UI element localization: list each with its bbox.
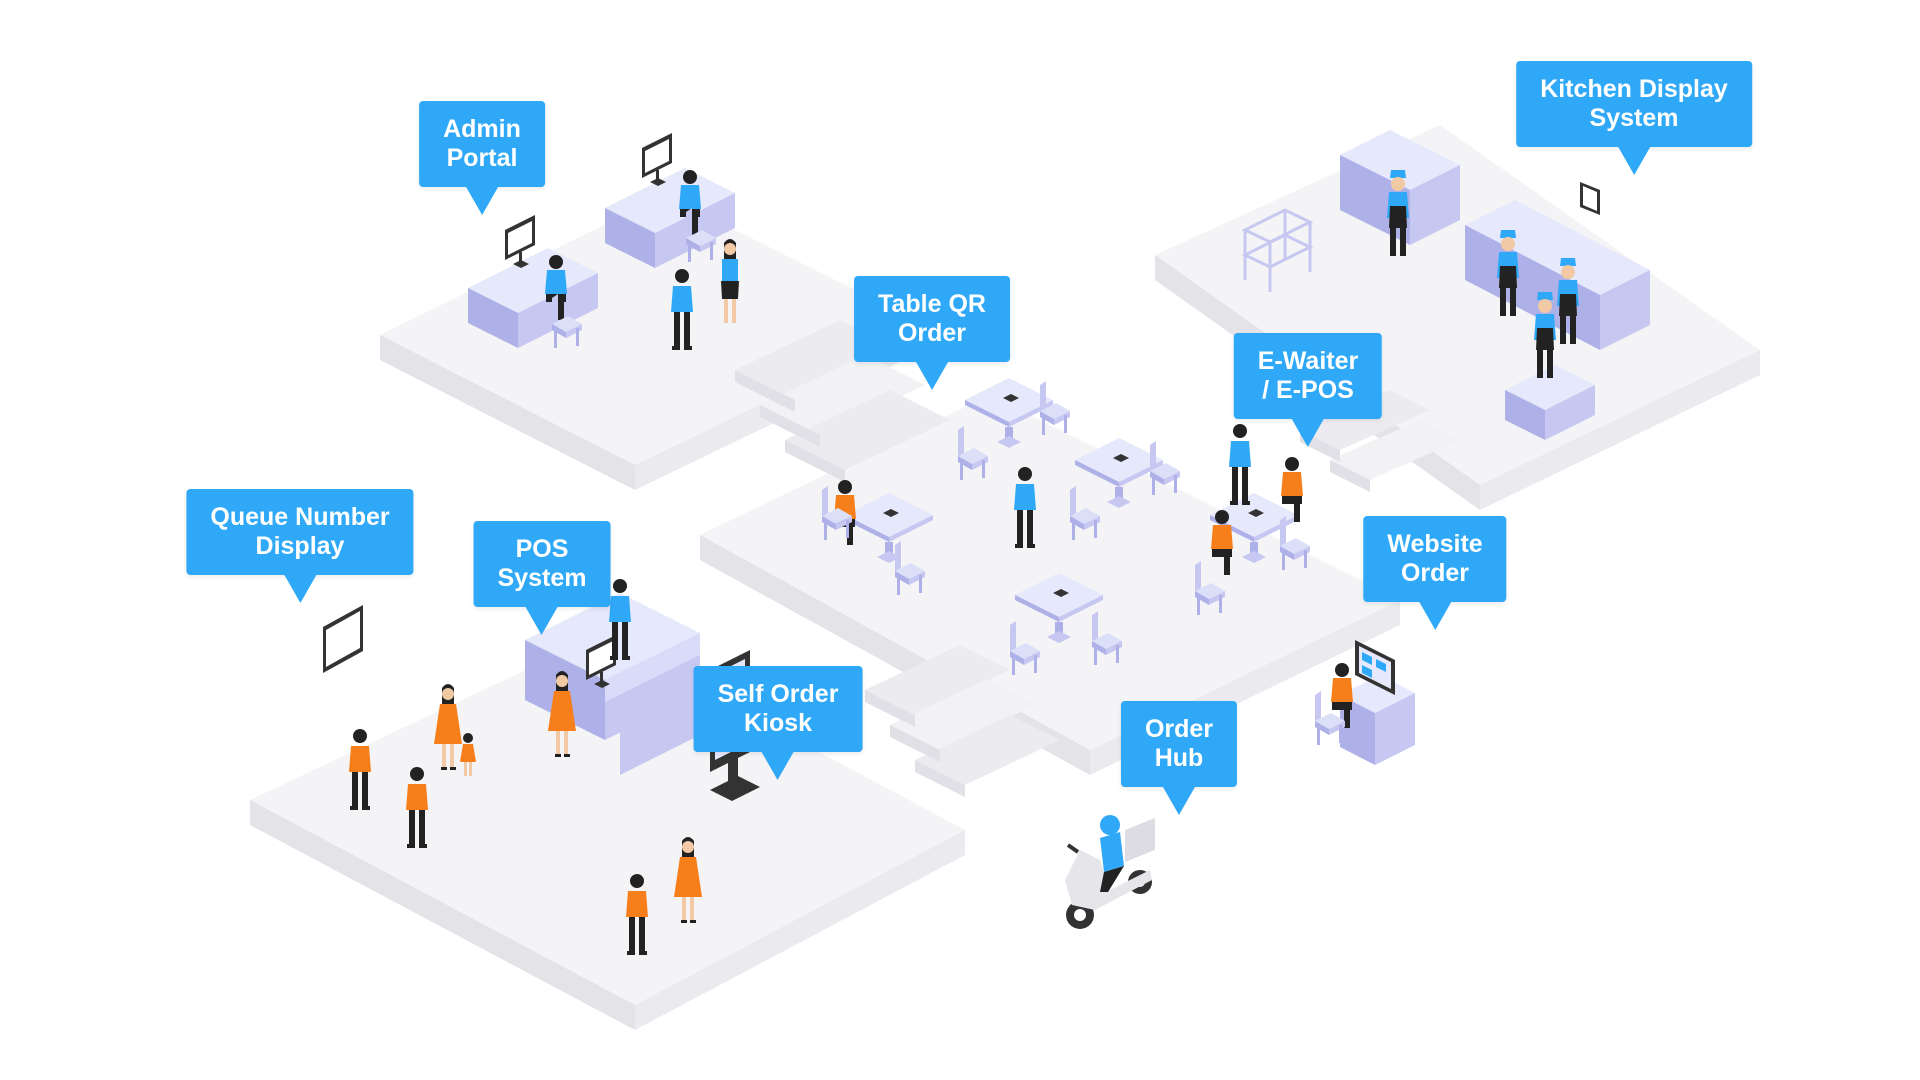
entrance-floor xyxy=(250,635,965,1030)
callout-table-qr-order: Table QR Order xyxy=(854,276,1010,390)
callout-line: Order xyxy=(1400,559,1470,587)
callout-bubble: Kitchen Display System xyxy=(1516,61,1752,175)
callout-line: Order xyxy=(1144,715,1214,743)
callout-line: Website xyxy=(1387,530,1483,558)
callout-admin-portal: Admin Portal xyxy=(419,101,545,215)
callout-e-waiter-e-pos: E-Waiter / E-POS xyxy=(1233,333,1383,447)
callout-line: Portal xyxy=(446,144,518,172)
kitchen-area xyxy=(1241,130,1650,440)
person-icon xyxy=(1229,424,1251,505)
callout-line: Table QR xyxy=(878,290,986,318)
callout-bubble: Table QR Order xyxy=(854,276,1010,390)
website-order-station xyxy=(1315,640,1415,765)
callout-pos-system: POS System xyxy=(473,521,611,635)
monitor-icon xyxy=(1355,640,1395,695)
callout-line: Hub xyxy=(1154,744,1204,772)
callout-bubble: Queue Number Display xyxy=(186,489,414,603)
callout-line: Queue Number xyxy=(210,503,390,531)
callout-bubble: Admin Portal xyxy=(419,101,545,215)
callout-line: Kitchen Display xyxy=(1540,75,1728,103)
tablet-icon xyxy=(323,605,363,673)
callout-queue-number-display: Queue Number Display xyxy=(186,489,414,603)
tablet-icon xyxy=(1580,182,1600,215)
callout-website-order: Website Order xyxy=(1363,516,1507,630)
callout-line: Self Order xyxy=(717,680,839,708)
callout-line: Admin xyxy=(443,115,521,143)
callout-self-order-kiosk: Self Order Kiosk xyxy=(693,666,863,780)
callout-order-hub: Order Hub xyxy=(1120,701,1238,815)
callout-line: E-Waiter xyxy=(1257,347,1359,375)
callout-line: Kiosk xyxy=(743,709,813,737)
stairs-entrance xyxy=(865,645,1060,797)
callout-line: System xyxy=(1589,104,1679,132)
callout-bubble: Self Order Kiosk xyxy=(693,666,863,780)
callout-bubble: Website Order xyxy=(1363,516,1507,630)
callout-line: / E-POS xyxy=(1262,376,1354,404)
callout-line: POS xyxy=(515,535,569,563)
callout-line: Display xyxy=(255,532,345,560)
delivery-scooter-icon xyxy=(1065,815,1155,929)
callout-line: Order xyxy=(897,319,967,347)
entrance-area xyxy=(323,579,760,955)
callout-bubble: E-Waiter / E-POS xyxy=(1233,333,1383,447)
callout-line: System xyxy=(497,564,587,592)
callout-bubble: Order Hub xyxy=(1120,701,1238,815)
callout-bubble: POS System xyxy=(473,521,611,635)
callout-kitchen-display-system: Kitchen Display System xyxy=(1516,61,1752,175)
trolley-icon xyxy=(1241,208,1314,292)
